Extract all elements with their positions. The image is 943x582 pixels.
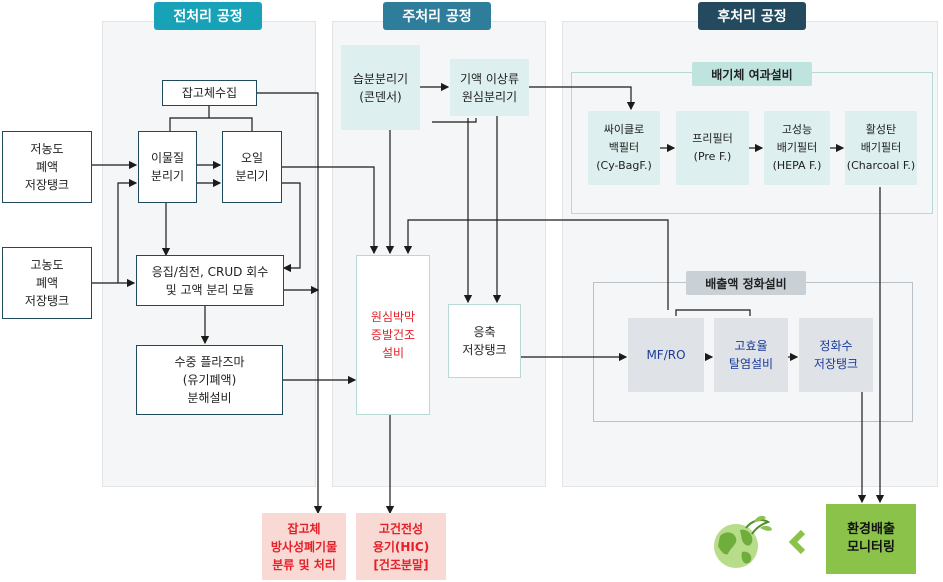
environment-monitoring: 환경배출 모니터링 [826,504,916,574]
desalination-unit: 고효율 탈염설비 [714,318,788,392]
high-concentration-tank: 고농도 폐액 저장탱크 [2,247,92,319]
low-concentration-tank: 저농도 폐액 저장탱크 [2,131,92,203]
eco-globe-icon [714,515,772,568]
membrane-dryer: 원심박막 증발건조 설비 [356,255,430,415]
postprocess-panel [562,21,938,487]
foreign-matter-separator: 이물질 분리기 [138,131,197,203]
solid-waste-output: 잡고체 방사성폐기물 분류 및 처리 [262,513,346,580]
purified-water-tank: 정화수 저장탱크 [799,318,873,392]
header-postprocess: 후처리 공정 [698,2,806,30]
coagulation-module: 응집/침전, CRUD 회수 및 고액 분리 모듈 [136,255,284,306]
hic-text: 고건전성 용기(HIC) [건조분말] [372,521,430,572]
hic-container-output: 고건전성 용기(HIC) [건조분말] [356,513,446,580]
header-mainprocess: 주처리 공정 [383,2,491,30]
header-preprocess: 전처리 공정 [154,2,262,30]
solid-waste-text: 잡고체 방사성폐기물 분류 및 처리 [270,521,338,572]
gas-liquid-separator: 기액 이상류 원심분리기 [450,59,529,116]
oil-separator: 오일 분리기 [222,131,282,203]
effluent-section-title: 배출액 정화설비 [686,271,806,295]
charcoal-filter: 활성탄 배기필터 (Charcoal F.) [845,111,917,185]
condensate-tank: 응축 저장탱크 [448,304,521,378]
plasma-decomposition: 수중 플라즈마 (유기폐액) 분해설비 [136,345,283,415]
solid-collection-box: 잡고체수집 [162,80,257,106]
cyclone-bag-filter: 싸이클로 백필터 (Cy-BagF.) [588,111,660,185]
mf-ro-unit: MF/RO [628,318,704,392]
chevron-left-icon [788,529,806,555]
wet-separator: 습분분리기 (콘덴서) [341,45,420,130]
hepa-filter: 고성능 배기필터 (HEPA F.) [764,111,830,185]
exhaust-section-title: 배기체 여과설비 [692,62,812,86]
pre-filter: 프리필터 (Pre F.) [676,111,749,185]
